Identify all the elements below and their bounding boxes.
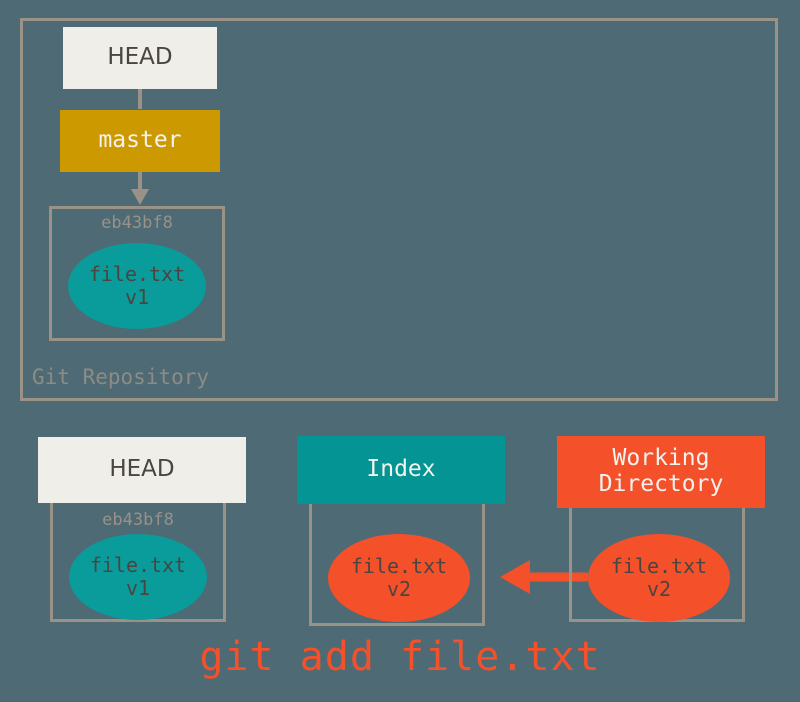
head-area-blob: file.txt v1 xyxy=(69,534,207,620)
head-area-sha: eb43bf8 xyxy=(102,510,174,530)
working-directory-blob-name: file.txt xyxy=(610,553,708,578)
head-area-container xyxy=(50,460,226,622)
index-area-blob-name: file.txt xyxy=(350,553,448,578)
working-directory-area-blob: file.txt v2 xyxy=(588,534,730,622)
working-directory-label-line1: Working xyxy=(612,445,710,472)
git-repository-label: Git Repository xyxy=(32,365,210,389)
index-area-blob-version: v2 xyxy=(386,577,412,601)
head-area-header: HEAD xyxy=(38,437,246,503)
repo-master-branch-box: master xyxy=(60,110,220,172)
repo-head-box: HEAD xyxy=(63,27,217,89)
git-repository-container xyxy=(20,18,778,401)
index-area-header: Index xyxy=(297,436,505,504)
working-directory-label-line2: Directory xyxy=(598,471,724,497)
index-area-blob: file.txt v2 xyxy=(328,534,470,622)
command-caption: git add file.txt xyxy=(199,634,601,680)
index-area-container xyxy=(309,460,485,626)
repo-commit-blob-name: file.txt xyxy=(88,261,186,286)
head-area-blob-version: v1 xyxy=(125,576,151,600)
repo-commit-sha: eb43bf8 xyxy=(101,213,173,233)
working-directory-area-header: Working Directory xyxy=(557,436,765,508)
repo-commit-blob: file.txt v1 xyxy=(68,243,206,329)
repo-commit-container xyxy=(49,206,225,341)
head-area-blob-name: file.txt xyxy=(89,552,187,577)
working-directory-blob-version: v2 xyxy=(646,577,672,601)
repo-commit-blob-version: v1 xyxy=(124,285,150,309)
